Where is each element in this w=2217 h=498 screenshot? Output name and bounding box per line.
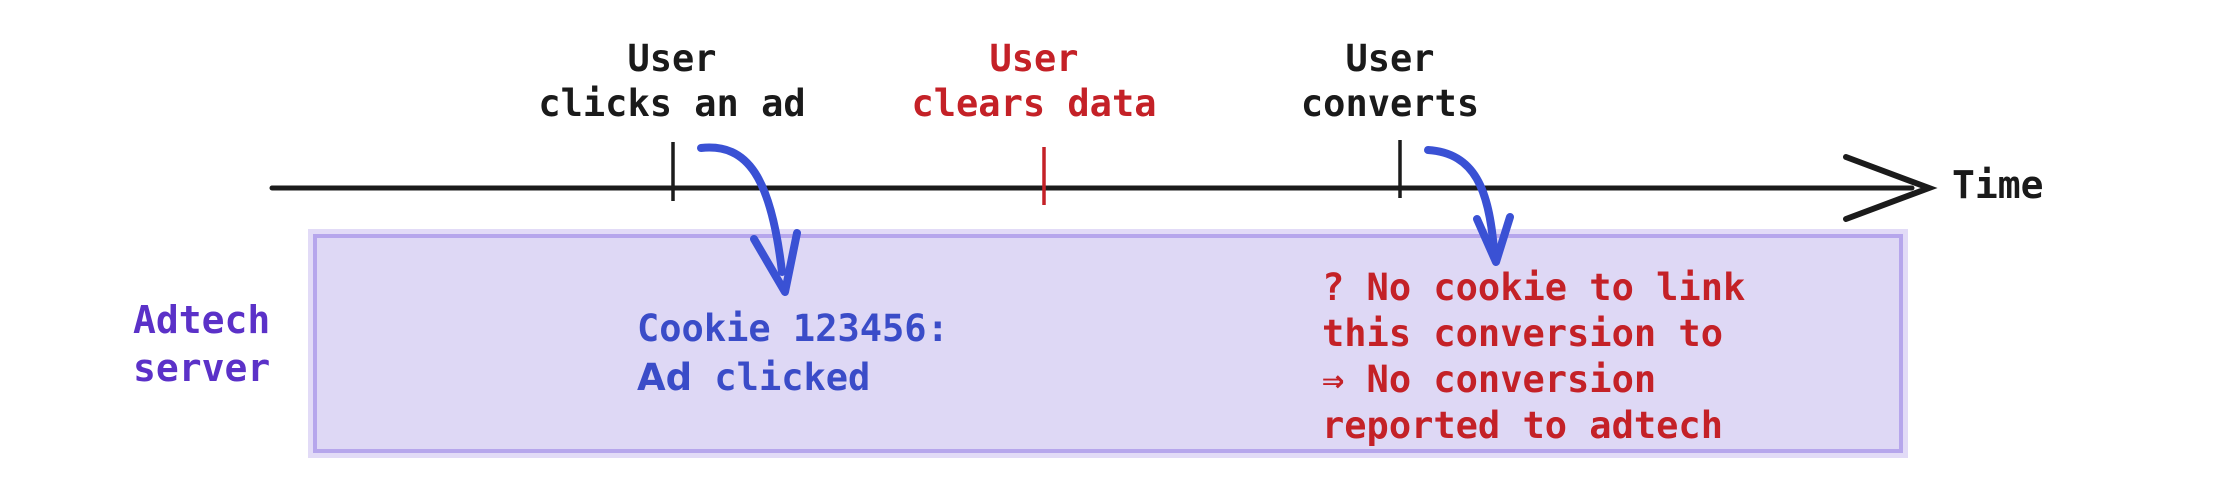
- cookie-logged-note-word: Ad: [637, 356, 693, 399]
- adtech-server-label-line: server: [133, 346, 271, 390]
- adtech-server-box: Cookie 123456: Ad clicked ? No cookie to…: [313, 234, 1903, 453]
- cookie-logged-note-line: Cookie 123456:: [637, 307, 949, 350]
- event-label-line: converts: [1300, 82, 1480, 125]
- event-label-user-converts: User converts: [1301, 36, 1479, 126]
- no-cookie-warning-line: this conversion to: [1322, 312, 1723, 355]
- cookie-logged-note: Cookie 123456: Ad clicked: [637, 304, 949, 402]
- event-label-line: User: [627, 37, 717, 80]
- adtech-server-label-line: Adtech: [133, 298, 271, 342]
- event-label-line: User: [1345, 37, 1435, 80]
- no-cookie-warning-line: reported to adtech: [1322, 404, 1723, 447]
- event-label-user-clears-data: User clears data: [911, 36, 1156, 126]
- adtech-server-label: Adtech server: [133, 296, 270, 392]
- cookie-logged-note-word: clicked: [714, 356, 871, 399]
- event-label-line: clicks an ad: [538, 82, 806, 125]
- event-label-user-clicks-ad: User clicks an ad: [538, 36, 805, 126]
- cookie-logged-note-line: Ad clicked: [637, 353, 949, 402]
- no-cookie-warning-note: ? No cookie to link this conversion to ⇒…: [1322, 265, 1745, 449]
- time-axis-label: Time: [1952, 163, 2044, 207]
- event-label-line: clears data: [911, 82, 1157, 125]
- time-axis-arrowhead-icon: [1843, 154, 1938, 222]
- no-cookie-warning-line: ⇒ No conversion: [1322, 358, 1657, 401]
- event-label-line: User: [989, 37, 1079, 80]
- no-cookie-warning-line: ? No cookie to link: [1322, 266, 1746, 309]
